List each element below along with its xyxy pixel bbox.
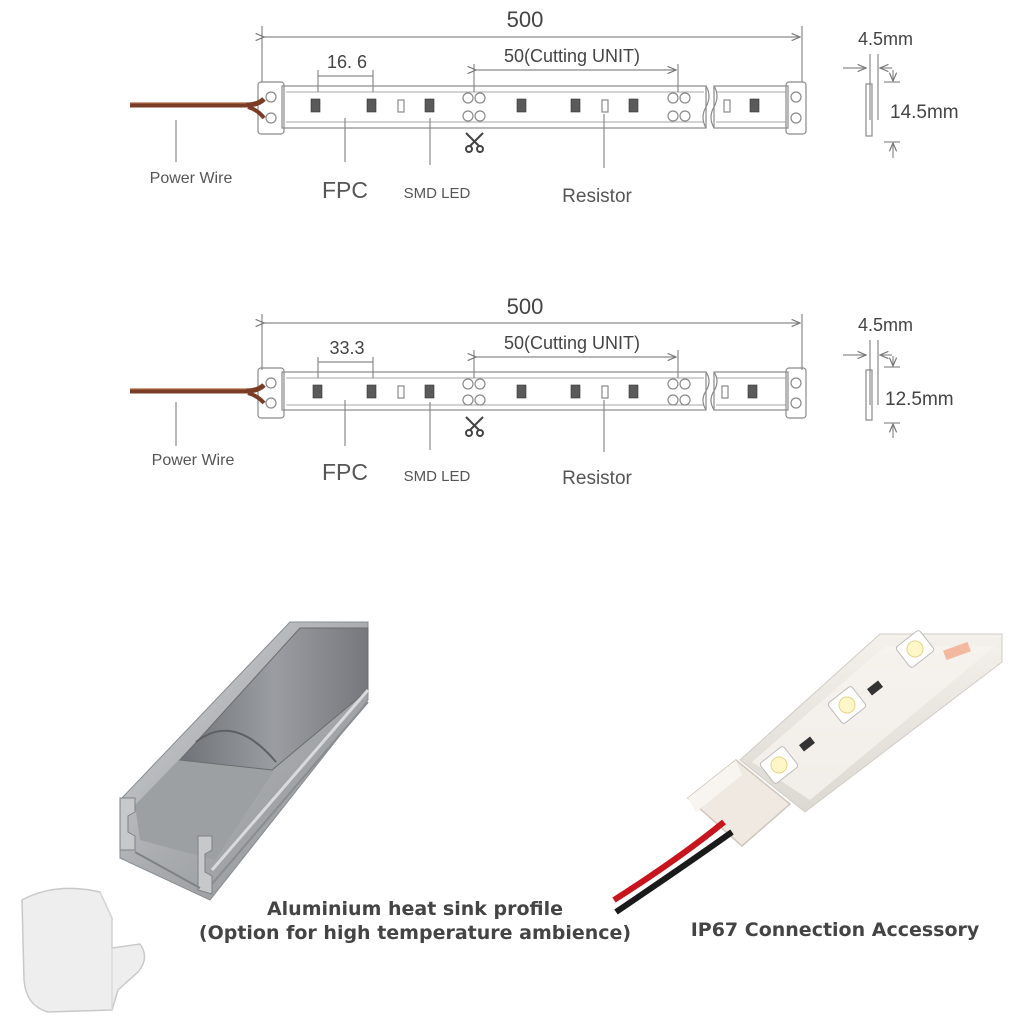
led-pitch-label: 33.3 (329, 338, 364, 358)
connector-image (612, 630, 1003, 915)
strip-diagram-2 (175, 314, 900, 452)
height-label: 12.5mm (885, 389, 954, 410)
fpc-label: FPC (322, 459, 368, 485)
scissors-icon (465, 416, 484, 437)
total-length-label: 500 (507, 7, 544, 32)
profile-caption: Aluminium heat sink profile (Option for … (180, 897, 650, 945)
resistor-label: Resistor (562, 186, 632, 207)
fpc-label: FPC (322, 177, 368, 203)
smd-led-label: SMD LED (404, 468, 471, 485)
height-label: 14.5mm (890, 102, 959, 123)
width-label: 4.5mm (858, 29, 913, 49)
strip-1-leds (310, 98, 760, 113)
scissors-icon (465, 132, 484, 153)
cutting-unit-label: 50(Cutting UNIT) (504, 333, 640, 353)
resistor-label: Resistor (562, 468, 632, 489)
power-wire-2 (130, 383, 266, 405)
end-cap-image (21, 887, 146, 1013)
cutting-unit-label: 50(Cutting UNIT) (504, 46, 640, 66)
strip-diagram-1 (175, 26, 900, 168)
strip-2-leds (312, 384, 758, 399)
smd-led-label: SMD LED (404, 185, 471, 202)
led-pitch-label: 16. 6 (327, 52, 367, 72)
power-wire-1 (130, 97, 266, 120)
connector-caption: IP67 Connection Accessory (690, 919, 980, 941)
profile-caption-note: (Option for high temperature ambience) (198, 922, 632, 944)
width-label: 4.5mm (858, 315, 913, 335)
aluminium-profile-image (119, 621, 370, 901)
power-wire-label: Power Wire (150, 170, 233, 187)
profile-caption-title: Aluminium heat sink profile (266, 898, 564, 920)
power-wire-label: Power Wire (152, 452, 235, 469)
total-length-label: 500 (507, 294, 544, 319)
